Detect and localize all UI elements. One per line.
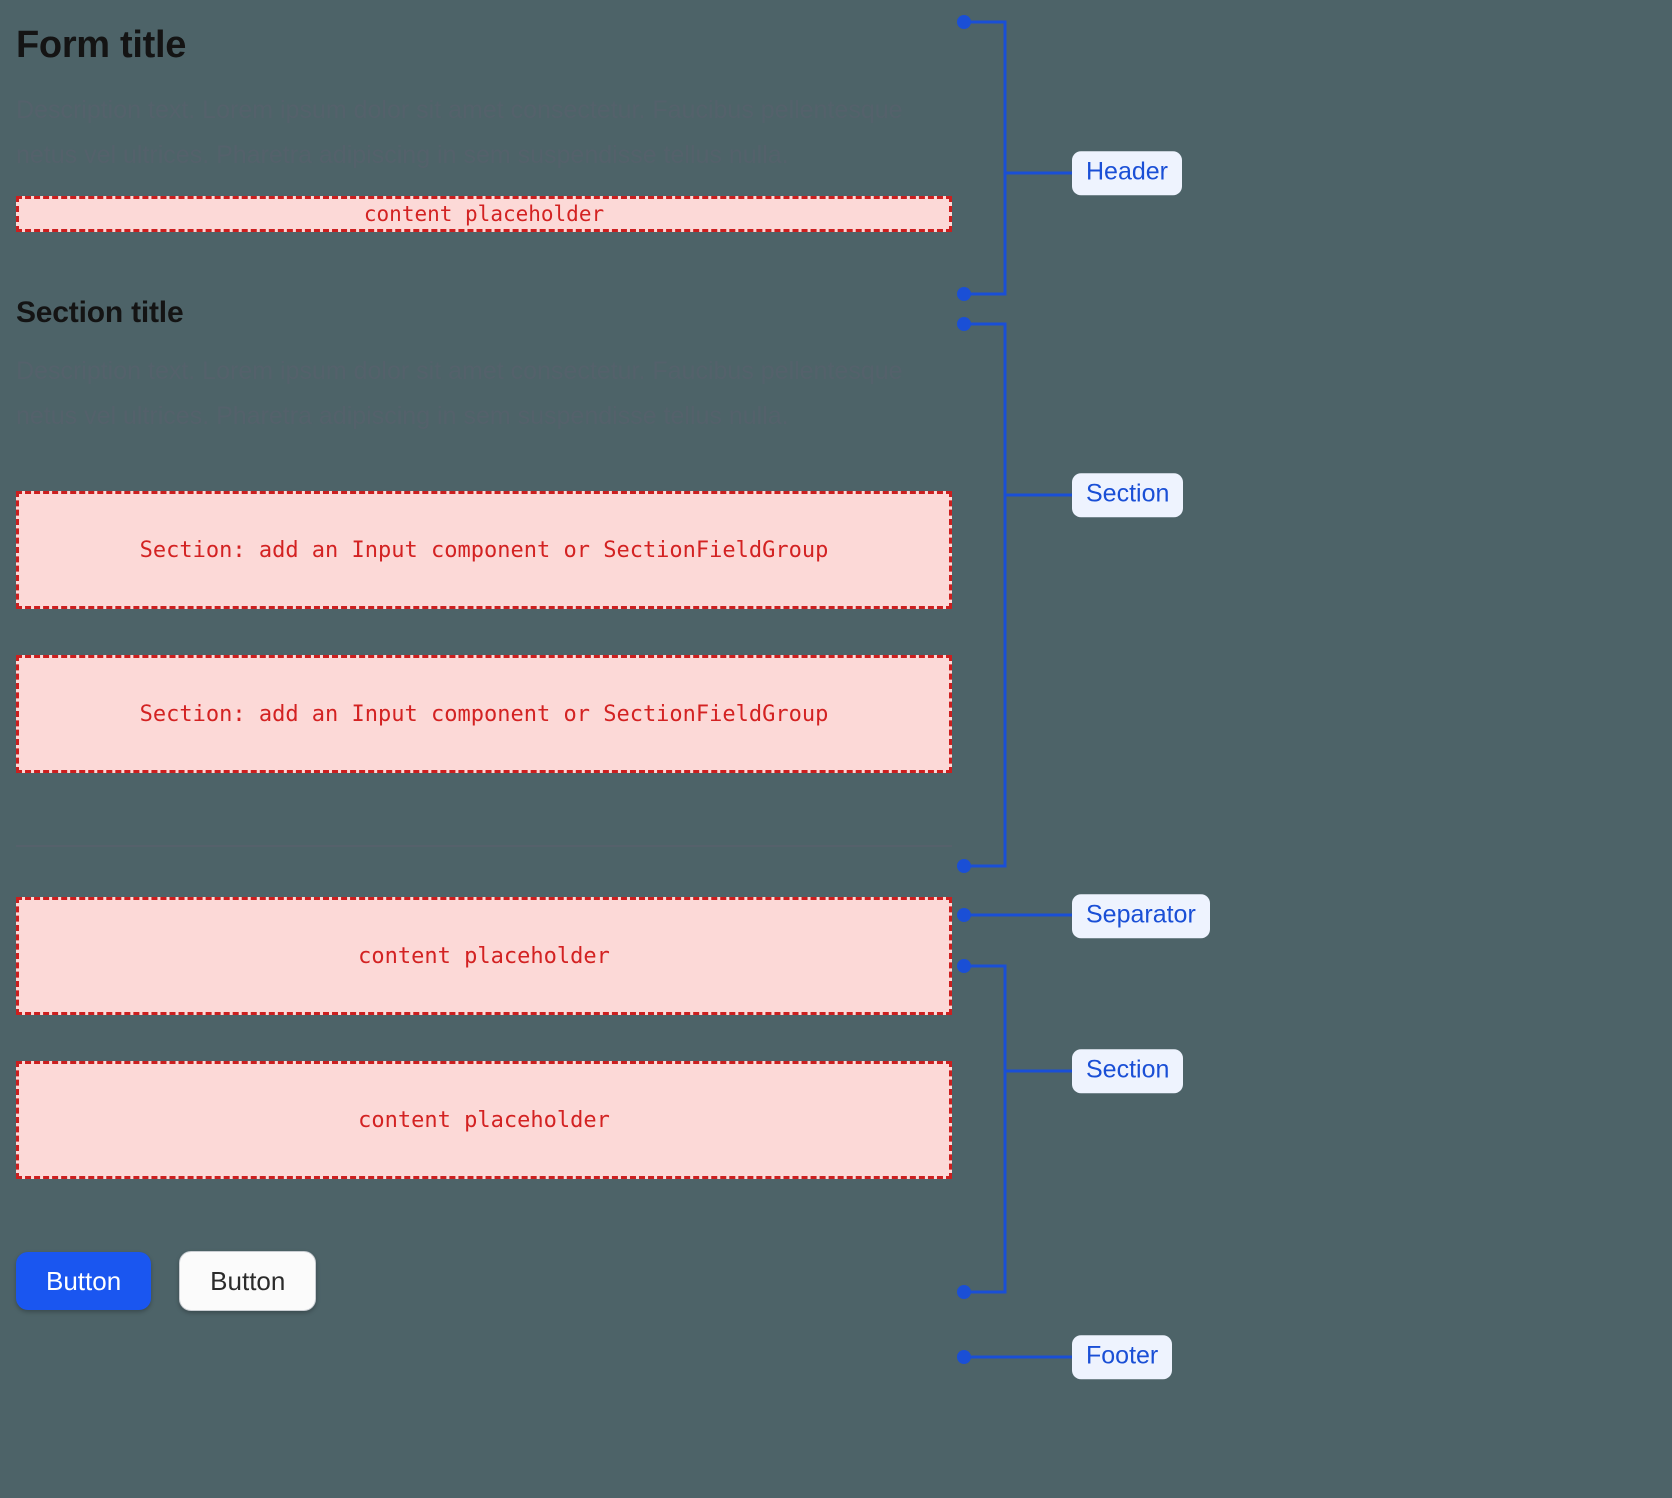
form-column: Form title Description text. Lorem ipsum…: [16, 0, 952, 1311]
secondary-button[interactable]: Button: [179, 1251, 317, 1311]
annotation-badge-separator[interactable]: Separator: [1072, 894, 1210, 938]
form-footer: Button Button: [16, 1251, 952, 1311]
form-header-description: Description text. Lorem ipsum dolor sit …: [16, 95, 903, 169]
lower-content-placeholder-2: content placeholder: [16, 1061, 952, 1179]
annotation-badge-footer[interactable]: Footer: [1072, 1335, 1173, 1379]
anchor-dots: [957, 15, 971, 1364]
section-description: Description text. Lorem ipsum dolor sit …: [16, 357, 903, 430]
annotation-badge-header[interactable]: Header: [1072, 151, 1182, 195]
form-title: Form title: [16, 24, 187, 66]
header-bracket: [964, 20, 1007, 296]
form-section-upper: Section title Description text. Lorem ip…: [16, 294, 952, 773]
lower-content-placeholder-1: content placeholder: [16, 897, 952, 1015]
annotation-badge-section-upper[interactable]: Section: [1072, 473, 1184, 517]
section-upper-bracket: [964, 322, 1007, 868]
section-field-placeholder-1: Section: add an Input component or Secti…: [16, 491, 952, 609]
section-field-placeholder-2: Section: add an Input component or Secti…: [16, 655, 952, 773]
section-lower-bracket: [964, 964, 1007, 1294]
primary-button[interactable]: Button: [16, 1252, 152, 1310]
form-separator: [16, 845, 952, 847]
header-content-placeholder: content placeholder: [16, 195, 952, 232]
form-section-lower: content placeholder content placeholder: [16, 897, 952, 1179]
section-title: Section title: [16, 295, 184, 329]
annotation-badge-section-lower[interactable]: Section: [1072, 1049, 1184, 1093]
form-header: Form title Description text. Lorem ipsum…: [16, 22, 952, 232]
